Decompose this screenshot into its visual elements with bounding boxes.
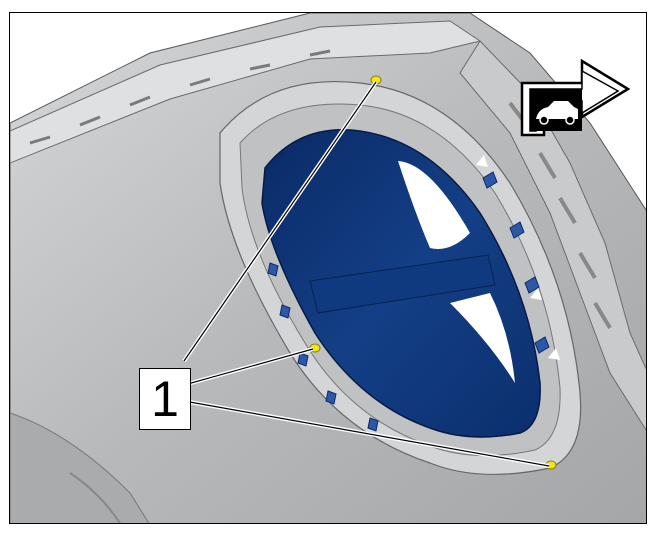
callout-label-1: 1	[139, 368, 191, 430]
panel-right-edge	[459, 40, 646, 431]
panel-top-edge	[10, 20, 482, 164]
illustration-frame: 1	[9, 12, 647, 524]
leader-lines	[182, 80, 550, 468]
bumper-illustration	[10, 13, 646, 523]
arrow-car-direction-icon	[520, 58, 631, 137]
